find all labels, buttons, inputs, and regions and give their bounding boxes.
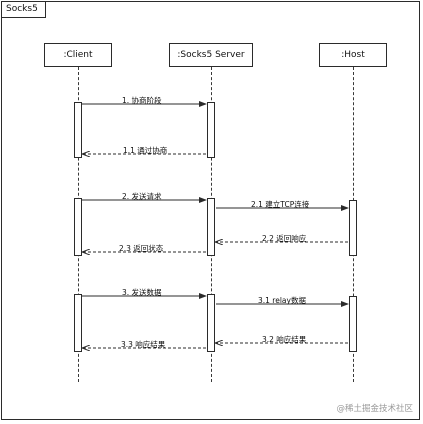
actor-client-label: :Client <box>63 50 93 60</box>
diagram-frame <box>1 1 420 420</box>
activation-client-1 <box>74 102 82 158</box>
message-label-3-1: 3.1 relay数据 <box>258 296 306 305</box>
message-label-2: 2. 发送请求 <box>122 192 162 201</box>
activation-client-2 <box>74 198 82 256</box>
watermark-text: @稀土掘金技术社区 <box>336 404 413 414</box>
actor-socks5-server: :Socks5 Server <box>169 43 253 67</box>
actor-server-label: :Socks5 Server <box>177 50 245 60</box>
frame-title-tab: Socks5 <box>1 1 46 18</box>
activation-server-2 <box>207 198 215 256</box>
message-label-1-1: 1.1 通过协商 <box>123 146 168 155</box>
message-label-1: 1. 协商阶段 <box>122 96 162 105</box>
message-label-3-3: 3.3 响应结果 <box>121 340 166 349</box>
activation-host-2 <box>349 200 357 256</box>
message-label-2-1: 2.1 建立TCP连接 <box>251 200 310 209</box>
actor-client: :Client <box>44 43 112 67</box>
message-label-2-3: 2.3 返回状态 <box>119 244 164 253</box>
activation-server-3 <box>207 294 215 352</box>
message-label-3: 3. 发送数据 <box>122 288 162 297</box>
actor-host: :Host <box>319 43 387 67</box>
message-label-3-2: 3.2 响应结果 <box>262 335 307 344</box>
frame-title: Socks5 <box>6 4 38 14</box>
activation-client-3 <box>74 294 82 352</box>
message-label-2-2: 2.2 返回响应 <box>262 234 307 243</box>
activation-server-1 <box>207 102 215 158</box>
activation-host-3 <box>349 296 357 352</box>
actor-host-label: :Host <box>341 50 365 60</box>
